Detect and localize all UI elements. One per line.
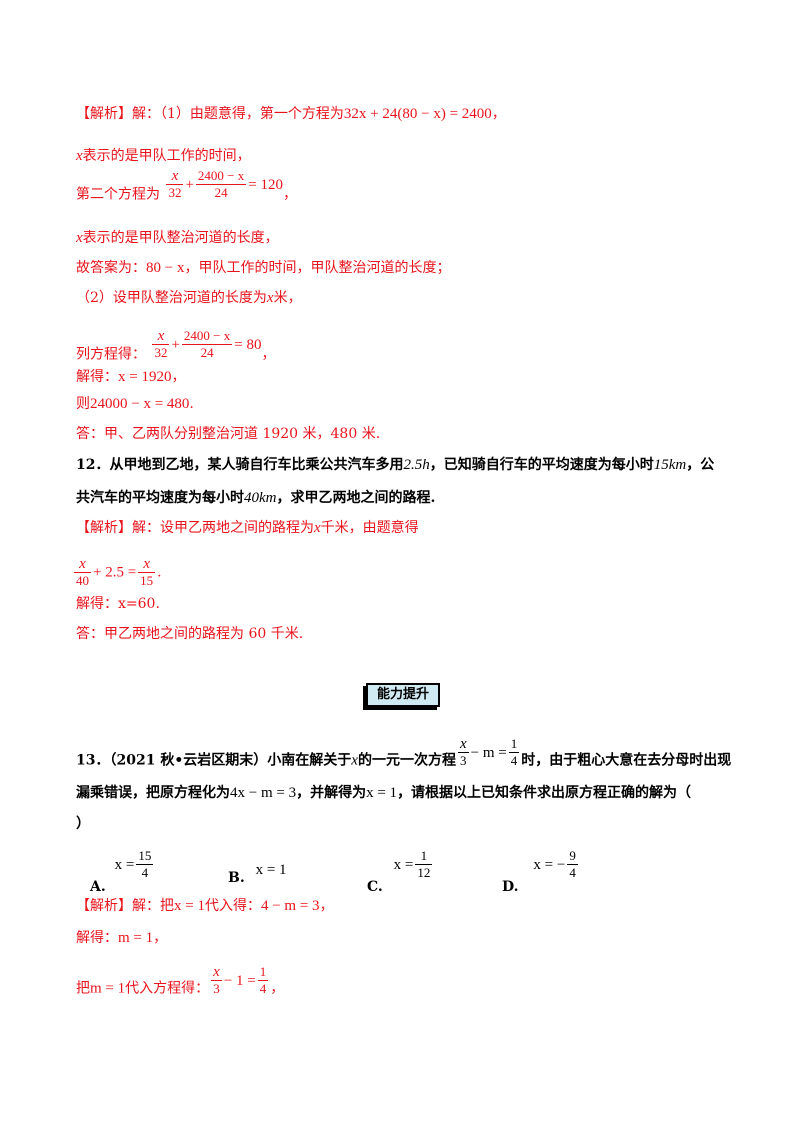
q12-line2: 共汽车的平均速度为每小时40km，求甲乙两地之间的路程. xyxy=(76,490,436,506)
q12-answer: 答：甲乙两地之间的路程为 60 千米. xyxy=(76,626,304,642)
option-b[interactable]: B. x = 1 xyxy=(228,862,287,886)
p11-line2: x表示的是甲队工作的时间， xyxy=(76,148,251,164)
q13-sol-line2: 解得：m = 1， xyxy=(76,930,168,946)
p11-line8: 解得：x = 1920， xyxy=(76,369,186,385)
section-header: 能力提升 xyxy=(366,683,440,707)
q13-line2: 漏乘错误，把原方程化为4x − m = 3，并解得为x = 1，请根据以上已知条… xyxy=(76,785,692,801)
p11-line6: （2）设甲队整治河道的长度为x米， xyxy=(76,290,302,306)
p11-answer: 答：甲、乙两队分别整治河道 1920 米，480 米. xyxy=(76,426,381,442)
q12-result: 解得：x=60. xyxy=(76,596,160,612)
q13-sol-line1: 【解析】解：把x = 1代入得：4 − m = 3， xyxy=(76,898,334,914)
p11-line4: x表示的是甲队整治河道的长度， xyxy=(76,230,279,246)
analysis-tag: 【解析】 xyxy=(76,520,132,536)
p11-line5: 故答案为：80 − x，甲队工作的时间，甲队整治河道的长度； xyxy=(76,260,451,276)
q13-line3: ） xyxy=(76,816,90,832)
p11-line9: 则24000 − x = 480. xyxy=(76,396,194,412)
q12-solution: 【解析】解：设甲乙两地之间的路程为x千米，由题意得 xyxy=(76,520,419,536)
equation: 32x + 24(80 − x) = 2400 xyxy=(343,106,492,122)
analysis-tag: 【解析】 xyxy=(76,898,132,914)
analysis-tag: 【解析】 xyxy=(76,106,132,122)
q12-line1: 12．从甲地到乙地，某人骑自行车比乘公共汽车多用2.5h，已知骑自行车的平均速度… xyxy=(76,457,715,473)
p11-line1: 【解析】解：（1）由题意得，第一个方程为32x + 24(80 − x) = 2… xyxy=(76,106,506,122)
